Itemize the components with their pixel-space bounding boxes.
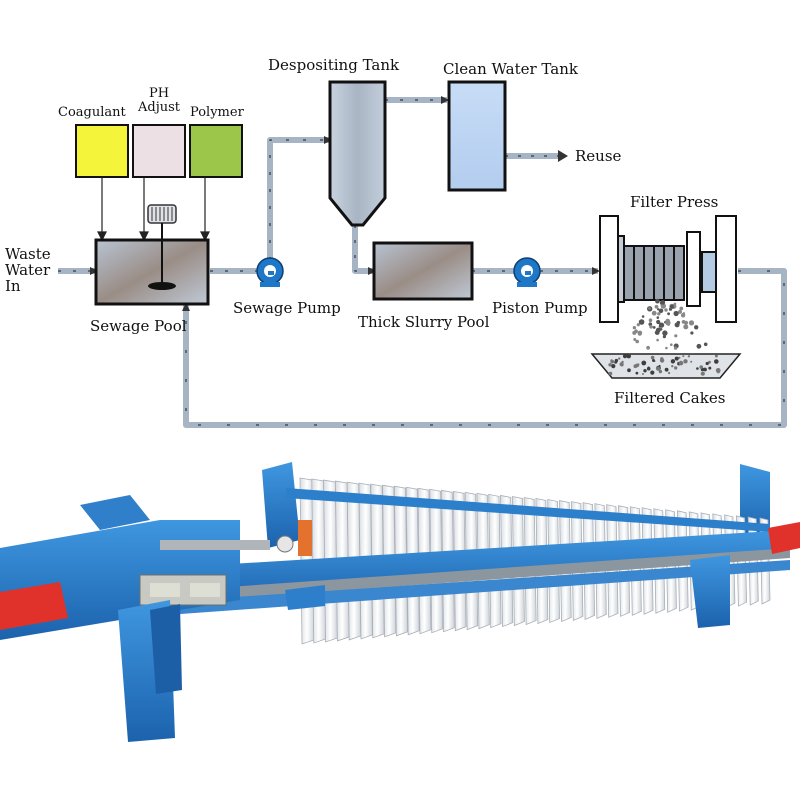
mixer-impeller-icon xyxy=(148,282,176,290)
thick-slurry-pool xyxy=(372,241,474,301)
coagulant-swatch xyxy=(75,124,129,178)
pipe-flow-marks xyxy=(58,99,785,426)
pipe-desposit-to-slurry xyxy=(352,225,374,274)
coagulant-label: Coagulant xyxy=(58,105,126,120)
dosing-lines xyxy=(97,177,210,242)
flow-arrows xyxy=(90,96,600,311)
polymer-label: Polymer xyxy=(190,105,244,120)
polymer-swatch xyxy=(189,124,243,178)
cake-pile xyxy=(608,353,721,376)
sewage-pool xyxy=(94,204,210,306)
filter-press-icon xyxy=(599,215,737,323)
desposit-tank-label: Desposit­ing Tank xyxy=(268,56,400,74)
sewage-pool-label: Sewage Pool xyxy=(90,317,187,335)
sewage-pump-icon xyxy=(256,257,284,287)
reuse-label: Reuse xyxy=(575,147,622,165)
falling-cake-particles xyxy=(632,298,708,350)
ph-adjust-label: PH Adjust xyxy=(137,86,180,115)
waste-water-label: Waste Water In xyxy=(5,245,51,295)
filter-press-machine-photo xyxy=(0,462,800,742)
filter-press-label: Filter Press xyxy=(630,193,719,211)
sewage-pump-label: Sewage Pump xyxy=(233,299,341,317)
desposit-tank xyxy=(328,80,387,227)
filtered-cakes-label: Filtered Cakes xyxy=(614,389,726,407)
clean-water-tank xyxy=(447,80,507,192)
cake-tray xyxy=(590,353,742,379)
clean-water-tank-label: Clean Water Tank xyxy=(443,60,578,78)
piston-pump-icon xyxy=(513,257,541,287)
piston-pump-label: Piston Pump xyxy=(492,299,588,317)
pipe-pump-to-desposit xyxy=(267,137,330,271)
ph-adjust-swatch xyxy=(132,124,186,178)
thick-slurry-pool-label: Thick Slurry Pool xyxy=(358,313,490,331)
